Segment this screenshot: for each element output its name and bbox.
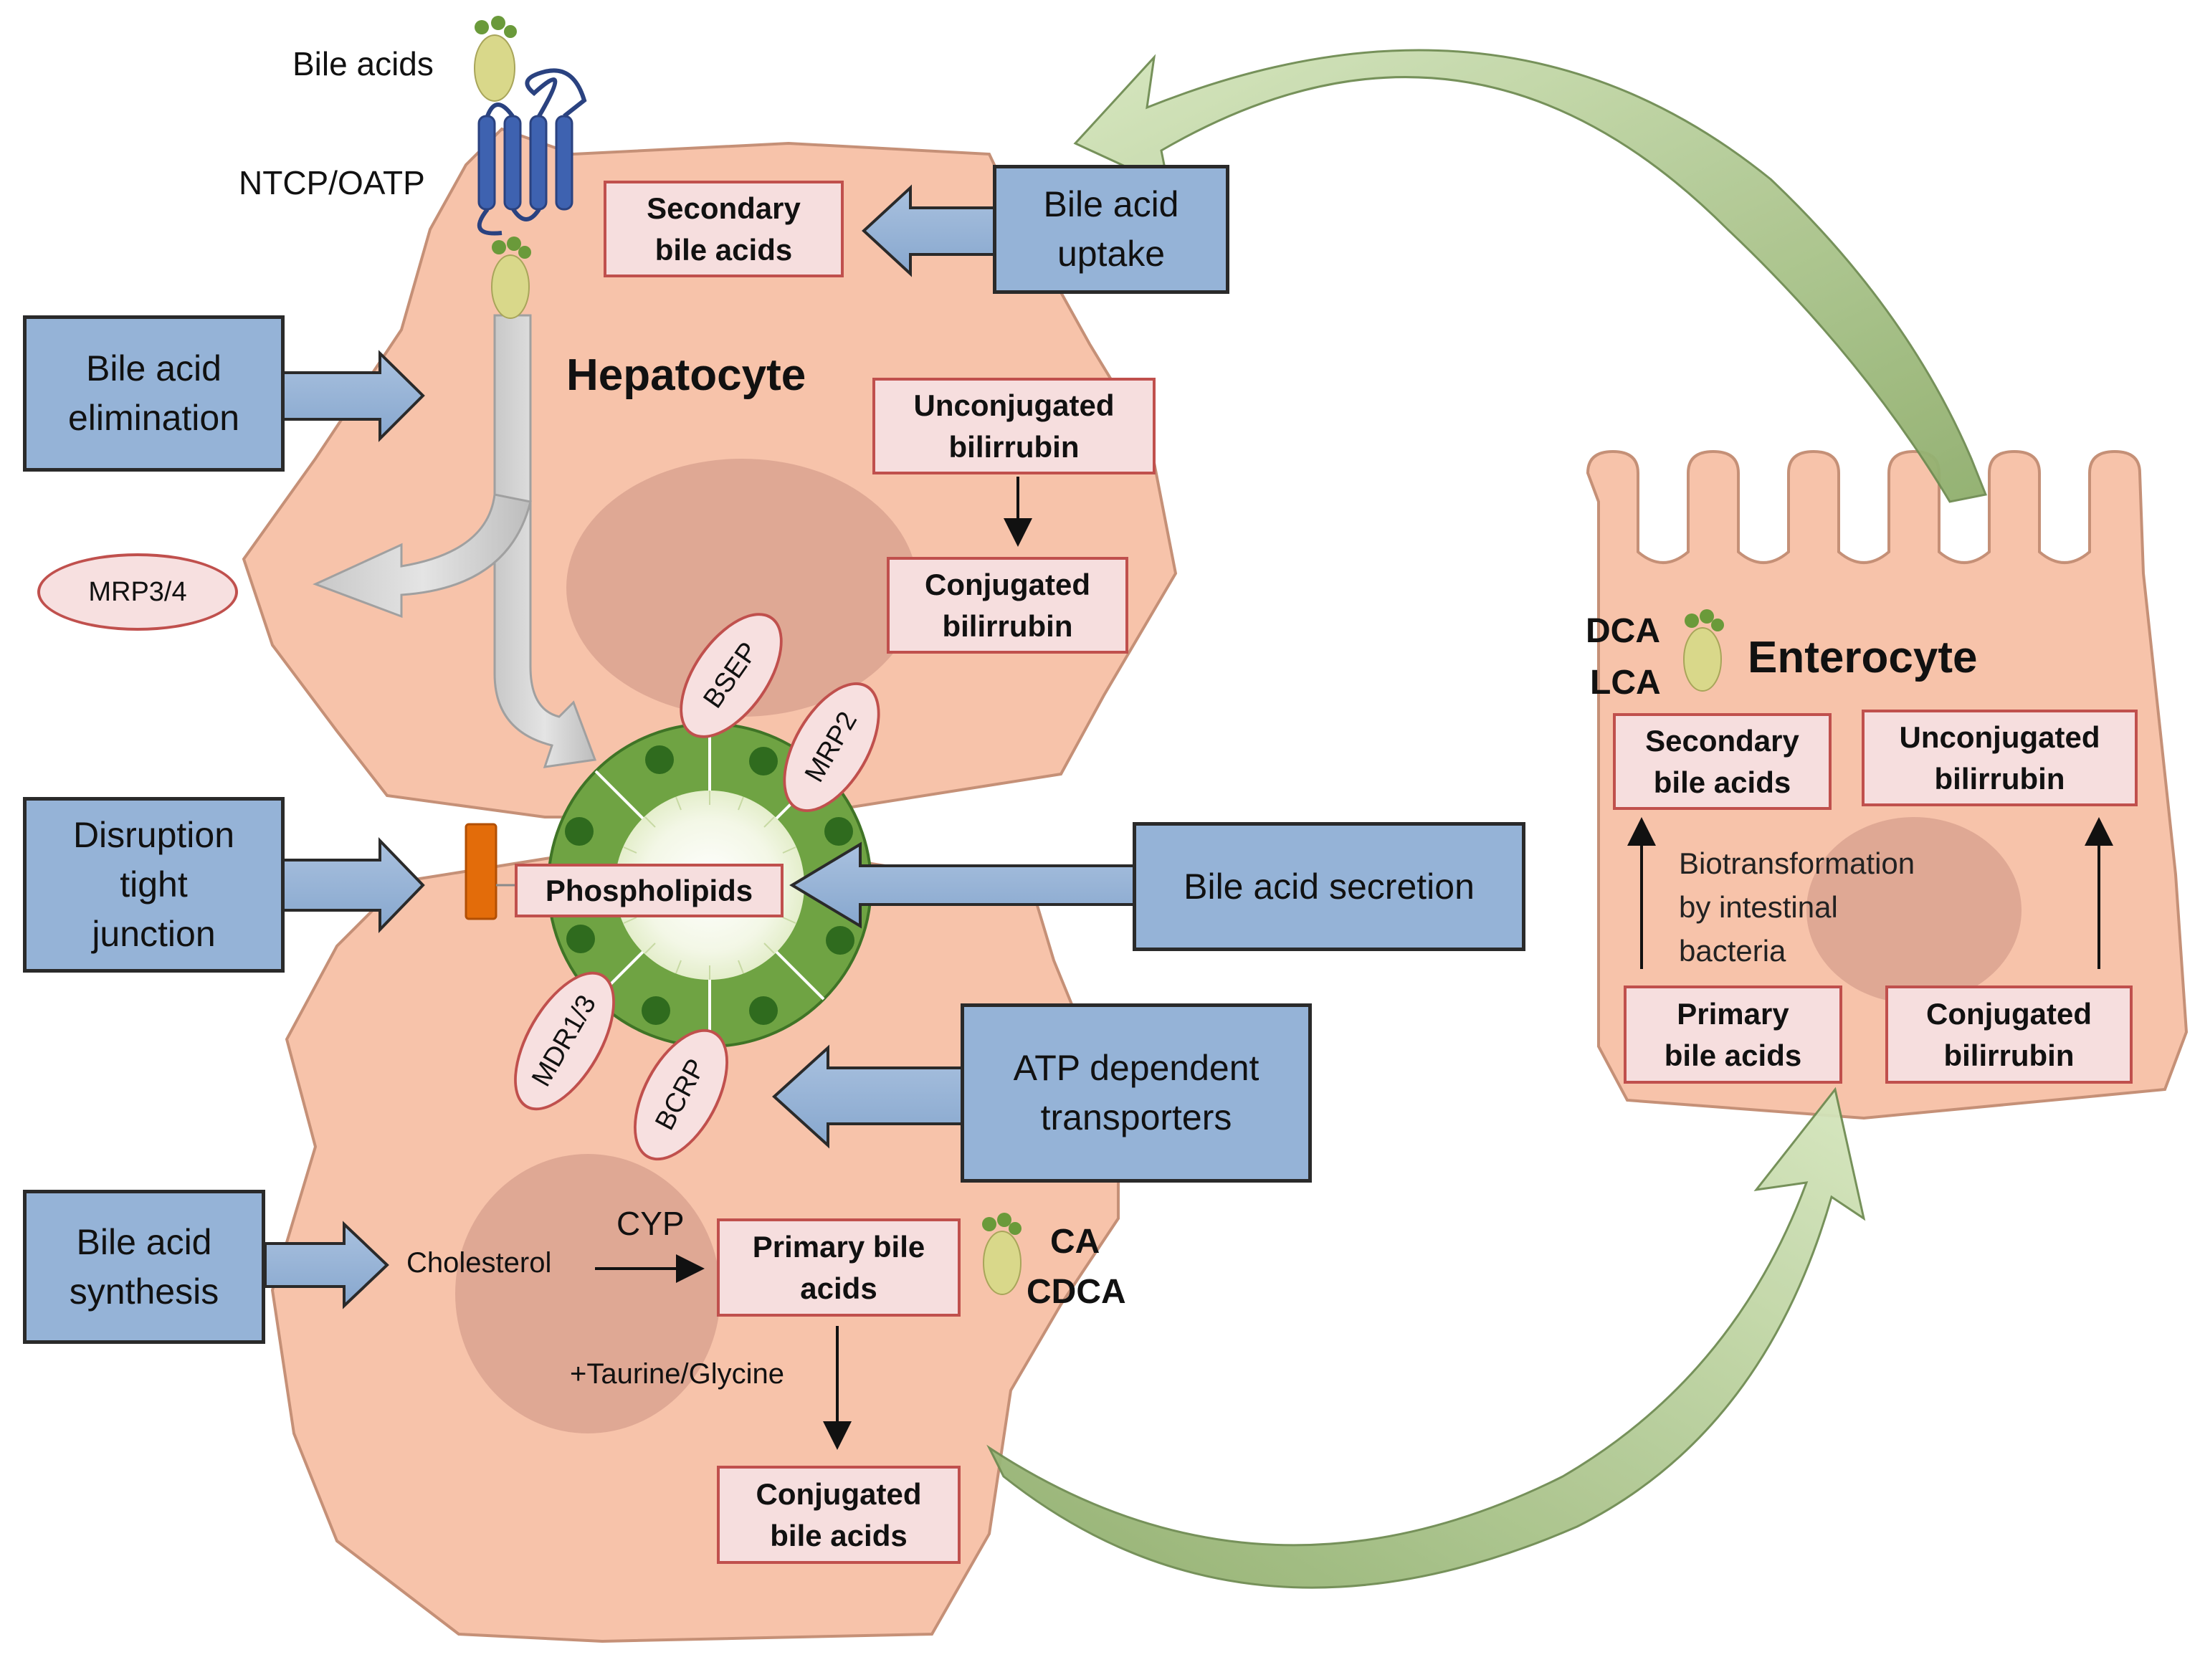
box-conjugated-bilirrubin-hepatocyte: Conjugated bilirrubin xyxy=(887,557,1128,654)
tight-junction xyxy=(465,823,497,920)
label-biotransformation: Biotransformation by intestinal bacteria xyxy=(1679,846,1915,968)
label-ntcp-oatp: NTCP/OATP xyxy=(239,164,425,201)
transporter-bcrp: BCRP xyxy=(614,1013,748,1176)
box-bile-acid-synthesis: Bile acid synthesis xyxy=(23,1190,265,1344)
arrow-bile-acid-uptake xyxy=(862,184,998,277)
arrow-atp-dependent-transporters xyxy=(772,1044,966,1149)
box-phospholipids: Phospholipids xyxy=(515,864,784,917)
recirculation-arrow-top xyxy=(1073,49,1988,503)
arrow-bile-acid-elimination xyxy=(282,350,425,442)
label-enterocyte: Enterocyte xyxy=(1748,633,1978,682)
gray-arrow-to-mrp3-4 xyxy=(313,493,532,619)
label-cyp: CYP xyxy=(616,1205,685,1242)
box-bile-acid-uptake: Bile acid uptake xyxy=(993,165,1229,294)
ntcp-oatp-transporter xyxy=(477,68,587,236)
box-secondary-bile-acids-enterocyte: Secondary bile acids xyxy=(1613,713,1832,810)
hepatocyte-lower-nucleus xyxy=(455,1154,720,1433)
box-unconjugated-bilirrubin-hepatocyte: Unconjugated bilirrubin xyxy=(872,378,1156,474)
box-primary-bile-acids-enterocyte: Primary bile acids xyxy=(1624,985,1842,1084)
box-atp-dependent-transporters: ATP dependent transporters xyxy=(961,1003,1312,1183)
arrow-bile-acid-synthesis xyxy=(264,1221,389,1309)
bile-acid-molecule-dca-lca xyxy=(1683,609,1724,692)
hepatocyte-upper-nucleus xyxy=(566,459,918,717)
transporter-mrp2: MRP2 xyxy=(763,666,900,829)
box-bile-acid-secretion: Bile acid secretion xyxy=(1133,822,1525,951)
enterocyte-nucleus xyxy=(1806,817,2022,1003)
box-bile-acid-elimination: Bile acid elimination xyxy=(23,315,285,472)
arrow-disruption-tight-junction xyxy=(282,837,425,933)
box-primary-bile-acids-hepatocyte: Primary bile acids xyxy=(717,1218,961,1317)
arrow-bile-acid-secretion xyxy=(789,841,1138,929)
bile-acid-molecule-top xyxy=(474,16,517,102)
transporter-mdr1-3: MDR1/3 xyxy=(493,955,636,1127)
label-bile-acids: Bile acids xyxy=(292,45,434,82)
bile-acid-molecule-inside xyxy=(491,237,531,319)
label-hepatocyte: Hepatocyte xyxy=(566,350,806,400)
bile-acid-molecule-ca-cdca xyxy=(982,1213,1022,1295)
box-secondary-bile-acids-hepatocyte: Secondary bile acids xyxy=(604,181,844,277)
label-ca: CA xyxy=(1050,1223,1100,1261)
label-lca: LCA xyxy=(1590,664,1661,702)
label-cdca: CDCA xyxy=(1027,1273,1126,1311)
label-dca: DCA xyxy=(1586,612,1660,650)
box-conjugated-bile-acids-hepatocyte: Conjugated bile acids xyxy=(717,1466,961,1564)
box-conjugated-bilirrubin-enterocyte: Conjugated bilirrubin xyxy=(1885,985,2133,1084)
label-taurine-glycine: +Taurine/Glycine xyxy=(570,1358,785,1390)
label-cholesterol: Cholesterol xyxy=(406,1247,552,1279)
transporter-mrp3-4: MRP3/4 xyxy=(37,553,238,631)
recirculation-arrow-bottom xyxy=(986,1087,1866,1589)
transporter-bsep: BSEP xyxy=(659,595,804,756)
box-disruption-tight-junction: Disruption tight junction xyxy=(23,797,285,973)
box-unconjugated-bilirrubin-enterocyte: Unconjugated bilirrubin xyxy=(1862,710,2138,806)
gray-arrow-to-canaliculus xyxy=(493,314,597,768)
